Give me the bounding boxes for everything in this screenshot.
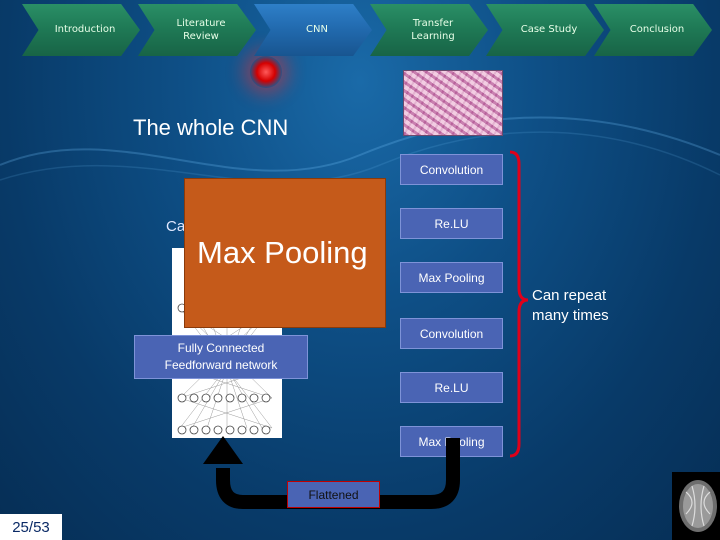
nav-item-cnn[interactable]: CNN (254, 4, 372, 56)
red-glow-icon (250, 56, 282, 88)
flattened-label: Flattened (287, 481, 380, 508)
nav-item-label: Case Study (520, 24, 578, 36)
nav-item-conclusion[interactable]: Conclusion (594, 4, 712, 56)
slide-title: The whole CNN (133, 115, 289, 140)
page-number: 25/53 (0, 514, 62, 540)
fully-connected-label: Fully Connected Feedforward network (134, 335, 308, 379)
fc-label-line: Feedforward network (164, 358, 278, 372)
nav-item-label: Conclusion (629, 24, 685, 36)
nav-item-label: CNN (306, 24, 328, 36)
brain-scan-image (672, 472, 720, 540)
nav-item-label: Literature Review (176, 17, 226, 43)
nav-item-transfer-learning[interactable]: Transfer Learning (370, 4, 488, 56)
max-pooling-popup: Max Pooling (184, 178, 386, 328)
fc-label-line: Fully Connected (177, 341, 265, 355)
nav-item-label: Introduction (54, 24, 116, 36)
input-tissue-image (403, 70, 503, 136)
nav-item-label: Transfer Learning (411, 17, 455, 43)
section-nav: Introduction Literature Review CNN Trans… (0, 4, 720, 56)
max-pooling-popup-label: Max Pooling (197, 235, 368, 270)
repeat-note-line: Can repeat (532, 287, 607, 304)
background-wave (0, 116, 720, 183)
nav-item-literature-review[interactable]: Literature Review (138, 4, 256, 56)
repeat-note: Can repeat many times (532, 286, 609, 326)
repeat-note-line: many times (532, 307, 609, 324)
step-convolution-1: Convolution (400, 154, 503, 185)
nav-item-case-study[interactable]: Case Study (486, 4, 604, 56)
step-relu-2: Re.LU (400, 372, 503, 403)
step-convolution-2: Convolution (400, 318, 503, 349)
step-relu-1: Re.LU (400, 208, 503, 239)
repeat-bracket-icon (509, 150, 529, 458)
partial-label: Ca (166, 218, 186, 235)
nav-item-introduction[interactable]: Introduction (22, 4, 140, 56)
step-max-pooling-1: Max Pooling (400, 262, 503, 293)
